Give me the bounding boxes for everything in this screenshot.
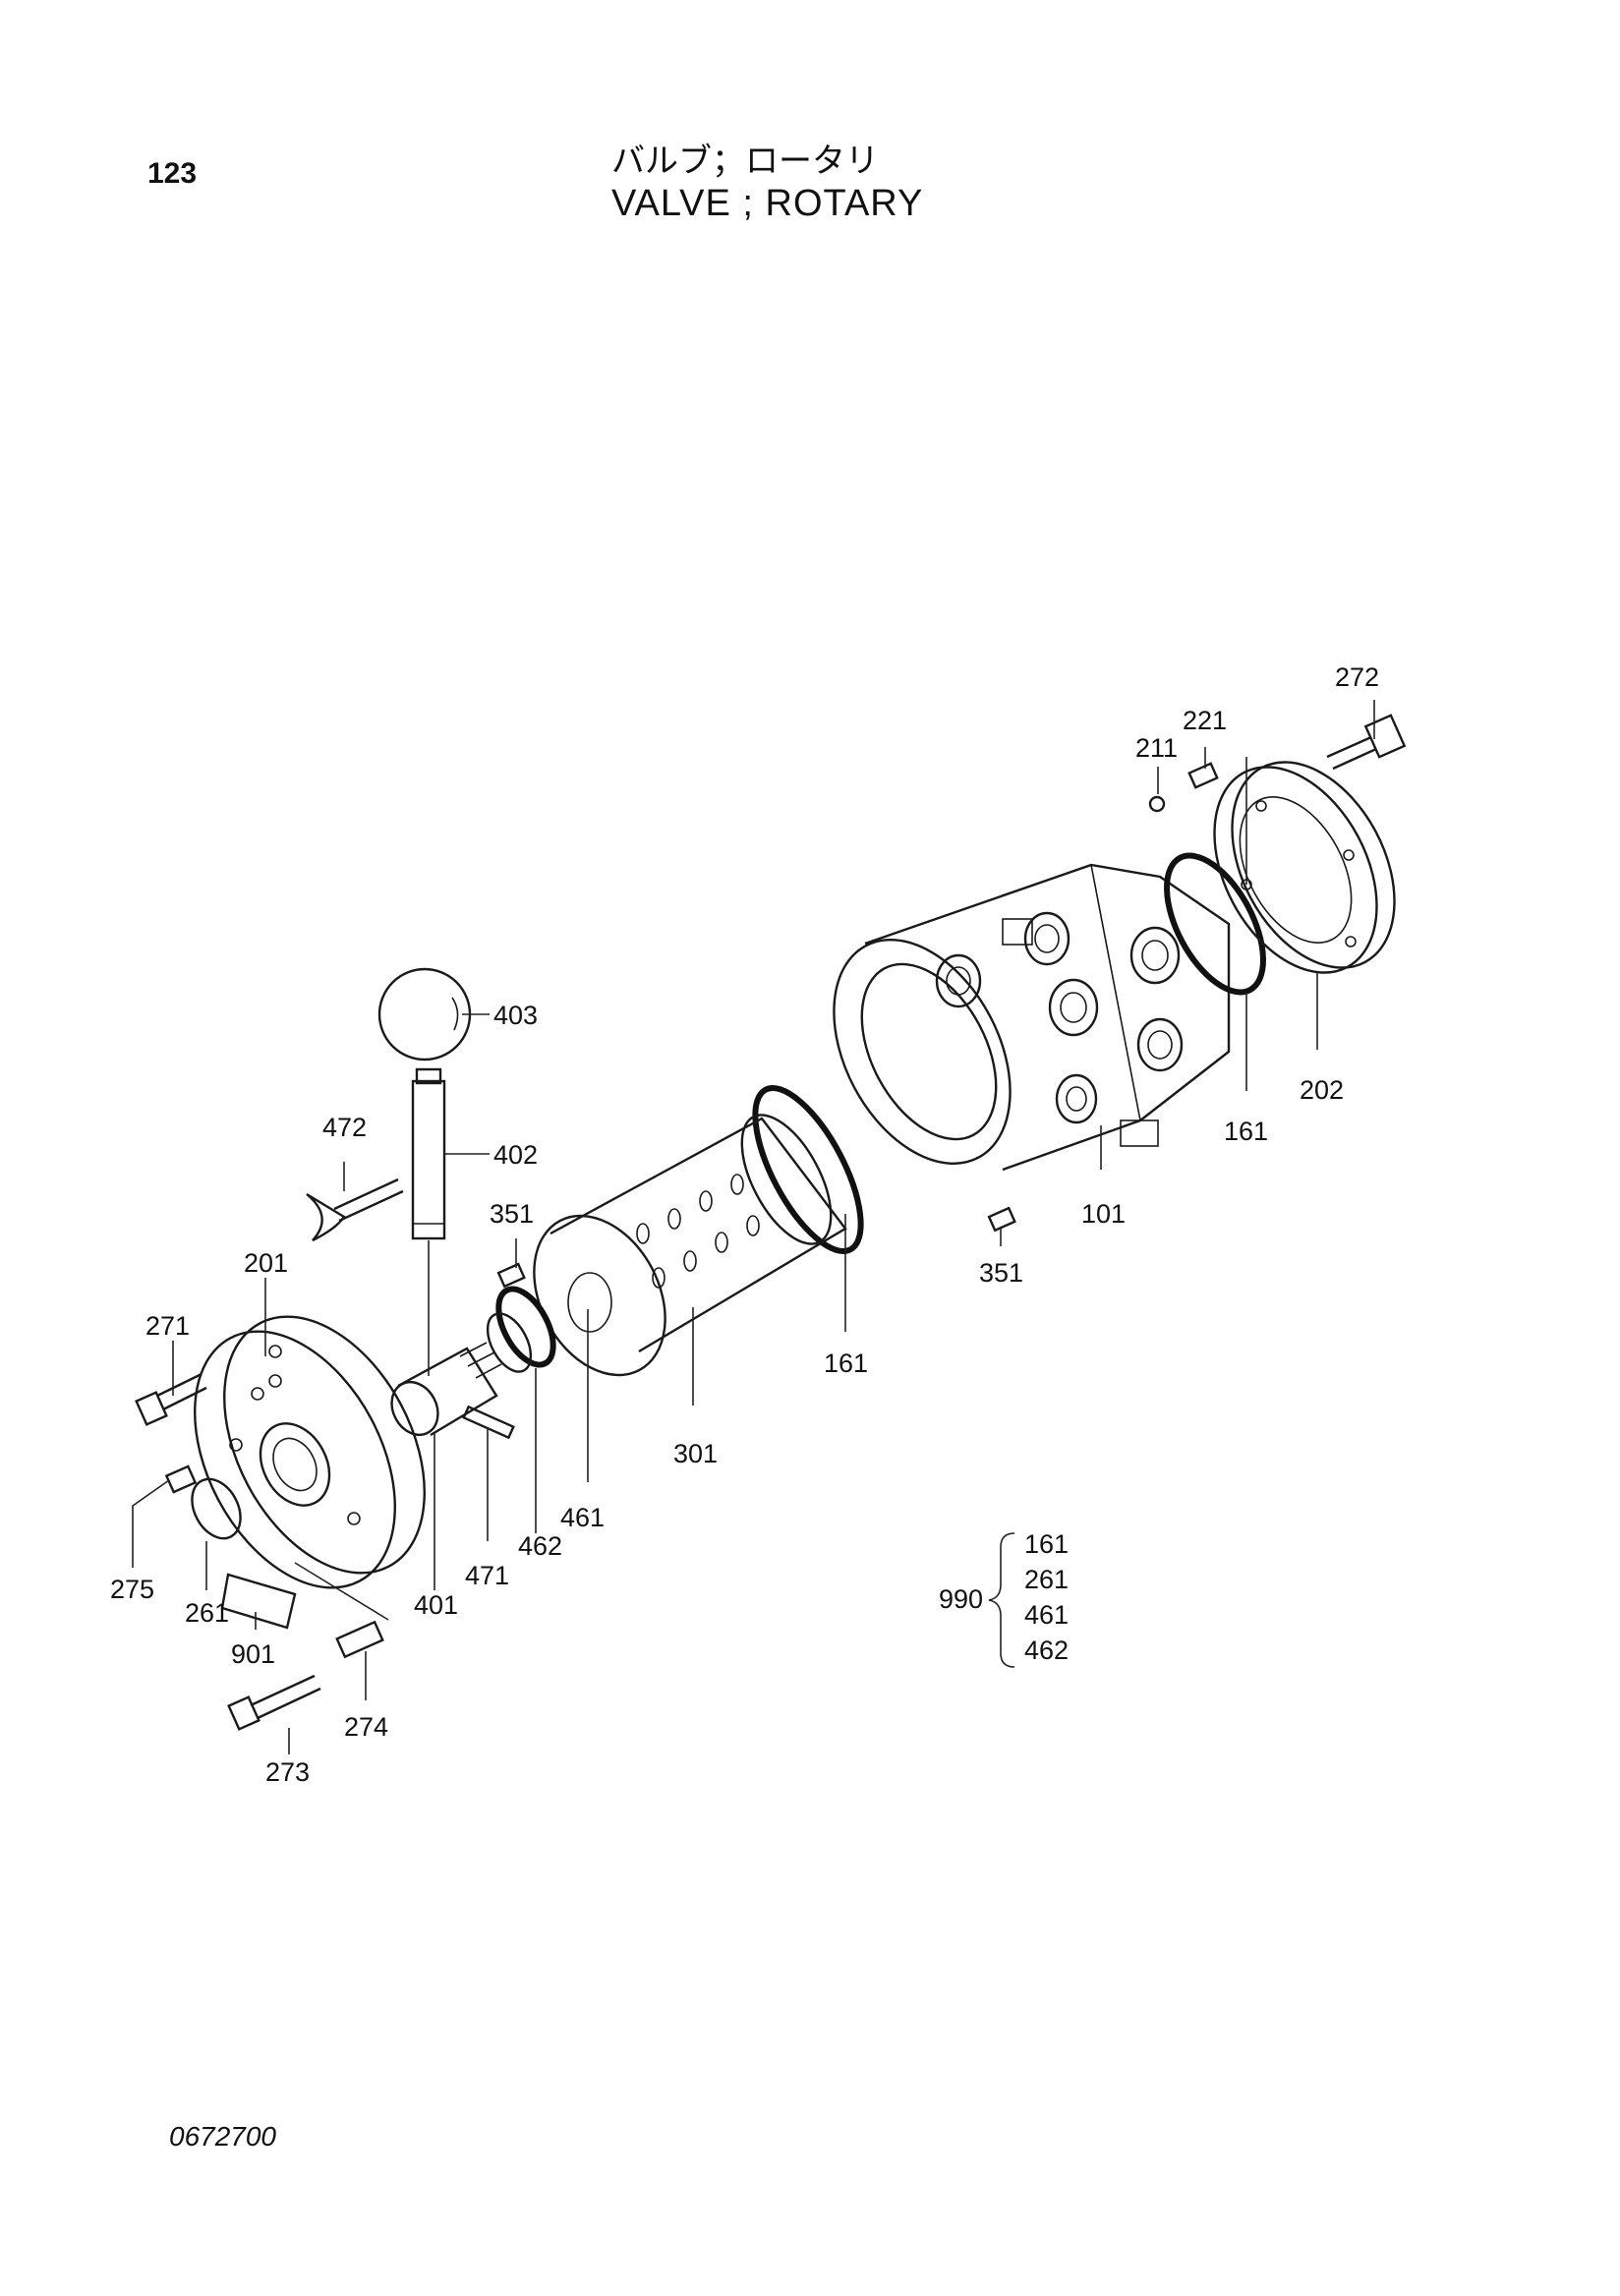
callout-461: 461	[560, 1503, 605, 1532]
backup-ring-462	[486, 1312, 533, 1373]
callout-101: 101	[1081, 1199, 1126, 1229]
o-ring-161-mid	[752, 1085, 864, 1254]
callout-401: 401	[414, 1590, 458, 1620]
plate-901	[220, 1573, 297, 1630]
callout-402: 402	[493, 1140, 538, 1170]
document-code: 0672700	[169, 2121, 277, 2152]
kit-item-2: 261	[1024, 1565, 1069, 1594]
callout-161-mid: 161	[824, 1349, 868, 1378]
callout-261: 261	[185, 1598, 229, 1628]
callout-471: 471	[465, 1561, 509, 1590]
pin-274	[335, 1620, 384, 1659]
title-japanese: バルブ；ロータリ	[611, 143, 879, 180]
callout-161-right: 161	[1224, 1117, 1268, 1146]
end-cover-201	[194, 1315, 426, 1589]
kit-item-1: 161	[1024, 1529, 1069, 1559]
ball-211	[1148, 795, 1166, 813]
callout-351-left: 351	[490, 1199, 534, 1229]
kit-item-4: 462	[1024, 1636, 1069, 1665]
knob-403	[377, 967, 472, 1062]
handle-402	[411, 1067, 446, 1240]
o-ring-161-right	[1164, 852, 1266, 996]
callout-211: 211	[1135, 733, 1178, 763]
kit-item-3: 461	[1024, 1600, 1069, 1630]
callout-901: 901	[231, 1639, 275, 1669]
callout-274: 274	[344, 1712, 388, 1742]
callout-472: 472	[322, 1113, 367, 1142]
bolt-272	[1326, 714, 1407, 771]
plug-221	[1187, 762, 1219, 789]
shaft-301	[533, 1114, 847, 1377]
o-ring-461	[495, 1286, 556, 1368]
title-english: VALVE ; ROTARY	[611, 183, 924, 224]
housing-101	[833, 863, 1231, 1172]
kit-number: 990	[939, 1584, 983, 1614]
callout-275: 275	[110, 1575, 154, 1604]
plug-351-left	[496, 1262, 526, 1289]
callout-351-right: 351	[979, 1258, 1023, 1288]
plug-275	[164, 1464, 198, 1494]
callout-201: 201	[244, 1248, 288, 1278]
wing-bolt-472	[306, 1177, 404, 1242]
seal-261	[191, 1477, 242, 1540]
kit-990: 990 161 261 461 462	[939, 1529, 1069, 1668]
plug-351-right	[987, 1206, 1016, 1233]
bolt-271	[135, 1372, 207, 1426]
callout-221: 221	[1183, 706, 1227, 735]
pin-471	[462, 1405, 515, 1440]
callout-462: 462	[518, 1531, 562, 1561]
callout-403: 403	[493, 1001, 538, 1030]
callout-301: 301	[673, 1439, 718, 1468]
callout-273: 273	[265, 1757, 310, 1787]
bolt-273	[227, 1674, 321, 1731]
callout-271: 271	[145, 1311, 190, 1341]
callout-272: 272	[1335, 662, 1379, 692]
callout-202: 202	[1300, 1075, 1344, 1105]
end-cover-202	[1213, 761, 1396, 974]
page-number: 123	[147, 157, 198, 190]
cap-401	[390, 1342, 502, 1437]
